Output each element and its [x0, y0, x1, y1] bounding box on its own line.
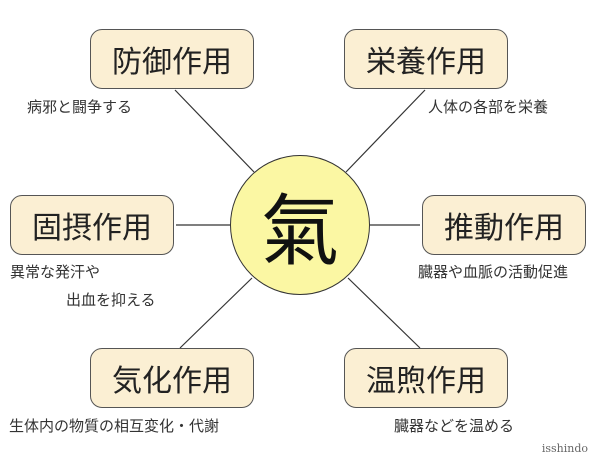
node-transformation: 気化作用	[90, 348, 254, 408]
node-nutrition: 栄養作用	[344, 29, 508, 89]
node-retention-desc-2: 出血を抑える	[66, 291, 156, 309]
connector-line	[345, 89, 426, 173]
node-warming-desc: 臓器などを温める	[394, 417, 515, 435]
node-warming: 温煦作用	[344, 348, 508, 408]
node-nutrition-desc: 人体の各部を栄養	[428, 98, 549, 116]
connector-line	[174, 89, 255, 173]
node-retention: 固摂作用	[10, 195, 174, 255]
credit-watermark: isshindo	[541, 442, 588, 455]
connector-line	[179, 277, 253, 349]
connector-line	[347, 277, 421, 349]
node-transformation-desc: 生体内の物質の相互変化・代謝	[9, 417, 220, 435]
center-ki-circle: 氣	[230, 155, 370, 295]
node-retention-desc-1: 異常な発汗や	[10, 263, 101, 281]
node-defense: 防御作用	[90, 29, 254, 89]
node-propulsion: 推動作用	[422, 195, 586, 255]
node-defense-desc: 病邪と闘争する	[27, 98, 133, 116]
node-propulsion-desc: 臓器や血脈の活動促進	[418, 263, 569, 281]
